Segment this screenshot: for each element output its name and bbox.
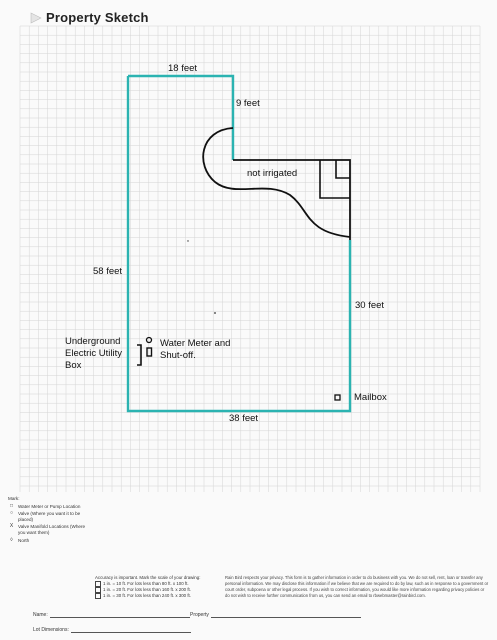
scale-option[interactable]: 1 in. = 20 ft. For lots less than 160 ft… (95, 587, 220, 593)
scale-heading: Accuracy is important. Mark the scale of… (95, 575, 201, 580)
name-field[interactable]: Name: (33, 612, 190, 618)
utility-box-label: Underground Electric Utility Box (65, 336, 123, 371)
patio-curve (202, 127, 351, 238)
legend: Mark: □ Water Meter or Pump Location ○ V… (8, 496, 88, 545)
property-boundary (126, 74, 352, 413)
lot-dimensions-line[interactable] (70, 627, 191, 633)
house-outline (233, 159, 351, 240)
scale-option-text: 1 in. = 20 ft. For lots less than 160 ft… (103, 587, 191, 592)
lot-dimensions-field[interactable]: Lot Dimensions: (33, 627, 191, 633)
inner-box (319, 160, 350, 199)
not-irrigated-label: not irrigated (247, 168, 298, 179)
north-diamond-icon: ◊ (10, 536, 13, 543)
square-icon: □ (9, 502, 14, 509)
scale-option[interactable]: 1 in. = 10 ft. For lots less than 80 ft.… (95, 581, 220, 587)
stray-mark (187, 240, 189, 242)
legend-item: ○ Valve (Where you want it to be placed) (8, 511, 88, 522)
page-title: Property Sketch (46, 10, 149, 25)
utility-box-bracket (137, 344, 142, 366)
name-field-label: Name: (33, 612, 48, 618)
privacy-notice: Rain Bird respects your privacy. This fo… (225, 575, 489, 598)
left-dimension-label: 58 feet (93, 266, 123, 277)
scale-option[interactable]: 1 in. = 30 ft. For lots less than 240 ft… (95, 593, 220, 599)
legend-item-text: Valve Manifold Locations (Where you want… (18, 524, 86, 535)
legend-item-text: Water Meter or Pump Location (18, 503, 81, 509)
lot-dimensions-label: Lot Dimensions: (33, 627, 69, 633)
property-field-label: Property (190, 612, 209, 618)
circle-icon: ○ (9, 510, 14, 517)
mailbox-label: Mailbox (354, 392, 387, 403)
legend-item: ◊ North (8, 536, 88, 544)
notch-dimension-label: 9 feet (236, 98, 260, 109)
legend-item: X Valve Manifold Locations (Where you wa… (8, 524, 88, 535)
x-icon: X (9, 523, 14, 530)
right-dimension-label: 30 feet (355, 300, 385, 311)
scale-checkbox[interactable] (95, 587, 101, 593)
scale-options: Accuracy is important. Mark the scale of… (95, 575, 220, 599)
name-field-line[interactable] (49, 612, 190, 618)
header: Property Sketch (30, 10, 149, 25)
valve-icon (145, 336, 153, 344)
scale-checkbox[interactable] (95, 581, 101, 587)
scale-option-text: 1 in. = 30 ft. For lots less than 240 ft… (103, 593, 191, 598)
property-field-line[interactable] (210, 612, 361, 618)
property-field[interactable]: Property (190, 612, 361, 618)
stray-mark (214, 312, 216, 314)
scale-option-text: 1 in. = 10 ft. For lots less than 80 ft.… (103, 581, 189, 586)
legend-item-text: North (18, 537, 30, 543)
mailbox-icon (334, 394, 341, 401)
water-meter-icon (146, 347, 153, 357)
scale-checkbox[interactable] (95, 593, 101, 599)
triangle-logo-icon (30, 12, 42, 23)
top-dimension-label: 18 feet (168, 63, 198, 74)
legend-item-text: Valve (Where you want it to be placed) (18, 511, 81, 522)
legend-heading: Mark: (8, 496, 20, 501)
water-meter-label: Water Meter and Shut-off. (160, 338, 231, 361)
bottom-dimension-label: 38 feet (229, 413, 259, 424)
legend-item: □ Water Meter or Pump Location (8, 502, 88, 510)
